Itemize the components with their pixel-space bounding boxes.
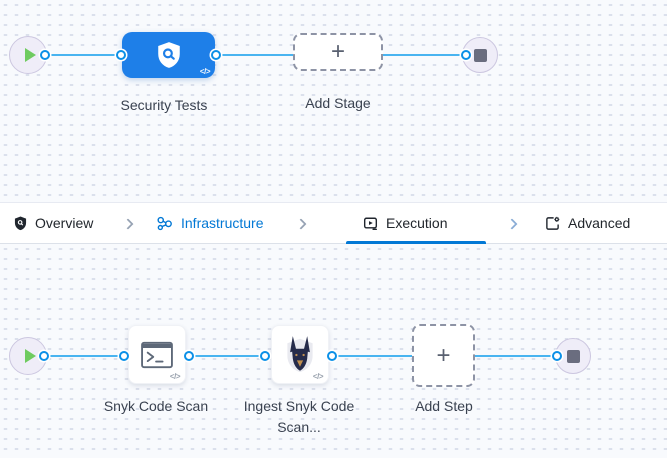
connector-port[interactable] (211, 50, 221, 60)
connector-port[interactable] (327, 351, 337, 361)
stop-icon (566, 349, 580, 363)
stage-label: Security Tests (120, 97, 208, 113)
advanced-icon (545, 216, 560, 231)
connector-port[interactable] (119, 351, 129, 361)
connector-port[interactable] (116, 50, 126, 60)
tab-label: Advanced (568, 215, 631, 231)
stage-node-security-tests[interactable]: </> (122, 32, 215, 78)
tab-advanced[interactable]: Advanced (545, 203, 630, 243)
connector-port[interactable] (461, 50, 471, 60)
snyk-dog-icon (282, 335, 318, 375)
add-step-button[interactable]: + (412, 324, 475, 387)
execution-canvas[interactable]: </> Snyk Code Scan </> Ingest Snyk Code … (0, 244, 667, 458)
code-icon: </> (169, 372, 181, 381)
plus-icon: + (330, 38, 345, 65)
tab-label: Infrastructure (181, 215, 264, 231)
connector-port[interactable] (184, 351, 194, 361)
connector-port[interactable] (39, 351, 49, 361)
stage-config-tabbar: Overview Infrastructure (0, 202, 667, 244)
step-label: Snyk Code Scan (103, 398, 209, 414)
play-icon (24, 48, 36, 62)
stage-connector-line (44, 54, 466, 56)
connector-port[interactable] (552, 351, 562, 361)
chevron-right-icon (506, 218, 518, 230)
stop-icon (473, 48, 487, 62)
tab-label: Overview (35, 215, 94, 231)
stage-canvas[interactable]: </> Security Tests + Add Stage (0, 0, 667, 202)
chevron-right-icon (122, 218, 134, 230)
shield-icon (14, 216, 27, 231)
plus-icon: + (436, 341, 451, 369)
add-stage-button[interactable]: + (293, 33, 383, 71)
security-shield-scan-icon (156, 41, 182, 69)
add-step-label: Add Step (415, 398, 473, 414)
step-label: Ingest Snyk Code Scan... (243, 398, 355, 435)
execution-icon (363, 216, 378, 231)
tab-infrastructure[interactable]: Infrastructure (156, 203, 263, 243)
code-icon: </> (199, 67, 211, 76)
chevron-right-icon (295, 218, 307, 230)
tab-label: Execution (386, 215, 448, 231)
connector-port[interactable] (40, 50, 50, 60)
infrastructure-icon (156, 215, 173, 232)
connector-port[interactable] (260, 351, 270, 361)
execution-start-node[interactable] (9, 337, 47, 375)
terminal-icon (140, 341, 174, 369)
step-node-snyk-code-scan[interactable]: </> (128, 325, 186, 384)
code-icon: </> (312, 372, 324, 381)
tab-execution[interactable]: Execution (363, 203, 447, 243)
active-tab-underline (346, 241, 486, 244)
step-node-ingest-snyk[interactable]: </> (271, 325, 329, 384)
play-icon (24, 349, 36, 363)
tab-overview[interactable]: Overview (14, 203, 93, 243)
add-stage-label: Add Stage (305, 95, 371, 111)
